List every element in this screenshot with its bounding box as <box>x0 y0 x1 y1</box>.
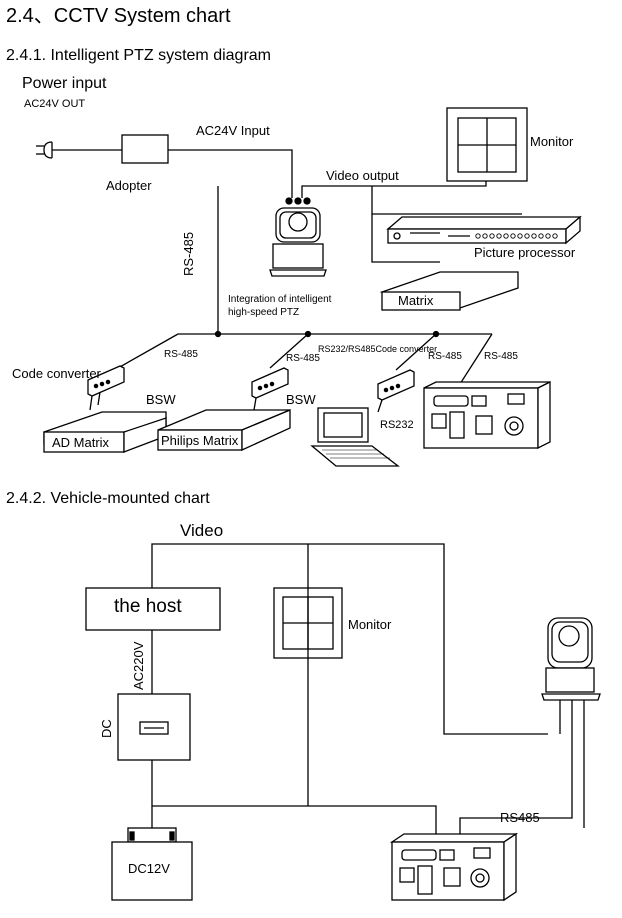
rs485-label-c: RS-485 <box>428 351 462 362</box>
ad-matrix-label: AD Matrix <box>52 435 110 450</box>
rs485-wire <box>459 700 573 834</box>
philips-matrix-box <box>157 409 291 452</box>
code-converter-2 <box>251 367 289 411</box>
matrix-box <box>379 271 519 311</box>
rs232-rs485-converter-label: RS232/RS485Code converter <box>318 344 438 354</box>
rs485-label-b: RS-485 <box>286 353 320 364</box>
bsw-label-b: BSW <box>286 392 316 407</box>
matrix-label: Matrix <box>398 293 434 308</box>
ptz-diagram-heading: 2.4.1. Intelligent PTZ system diagram <box>6 47 271 64</box>
rs232-label: RS232 <box>380 419 414 431</box>
host-box <box>85 587 221 631</box>
picture-processor-label: Picture processor <box>474 245 576 260</box>
monitor-2-label: Monitor <box>348 617 392 632</box>
picture-processor-box <box>386 215 582 245</box>
rs485-label-a: RS-485 <box>164 349 198 360</box>
monitor-2-icon <box>273 587 343 659</box>
keyboard-controller-icon <box>423 380 551 450</box>
code-converter-label: Code converter <box>12 366 101 381</box>
video-output-label: Video output <box>326 168 399 183</box>
ac24v-wire <box>168 149 293 198</box>
adopter-label: Adopter <box>106 178 152 193</box>
vehicle-diagram-heading: 2.4.2. Vehicle-mounted chart <box>6 490 210 507</box>
monitor-icon <box>446 107 528 182</box>
ac24v-out-label: AC24V OUT <box>24 98 86 110</box>
philips-matrix-label: Philips Matrix <box>161 433 239 448</box>
adopter-box <box>121 134 169 164</box>
dc-label: DC <box>99 719 114 738</box>
video-wire <box>151 543 548 735</box>
dc12v-label: DC12V <box>128 861 170 876</box>
ad-matrix-box <box>43 411 167 453</box>
ac220v-label: AC220V <box>131 641 146 690</box>
video-output-wire <box>301 181 487 198</box>
host-label: the host <box>114 596 182 617</box>
laptop-icon <box>310 407 400 467</box>
monitor-label: Monitor <box>530 134 574 149</box>
video-label: Video <box>180 521 224 540</box>
power-input-label: Power input <box>22 75 107 92</box>
battery-icon <box>111 827 193 901</box>
bsw-label-a: BSW <box>146 392 176 407</box>
rs485-label-d: RS-485 <box>484 351 518 362</box>
code-converter-3 <box>377 369 415 413</box>
code-converter-1 <box>87 365 125 411</box>
power-plug-icon <box>36 141 122 159</box>
keyboard-controller-2-icon <box>389 832 519 902</box>
rs485-vertical-label: RS-485 <box>181 231 196 276</box>
ptz-caption-line2: high-speed PTZ <box>228 307 300 318</box>
dc-box <box>117 693 191 761</box>
ptz-caption-line1: Integration of intelligent <box>228 294 332 305</box>
ptz-camera-icon <box>269 197 327 277</box>
ptz-camera-2-icon <box>541 617 601 701</box>
rs485-label: RS485 <box>500 810 540 825</box>
main-heading: 2.4、CCTV System chart <box>6 5 231 27</box>
ac24v-input-label: AC24V Input <box>196 123 270 138</box>
